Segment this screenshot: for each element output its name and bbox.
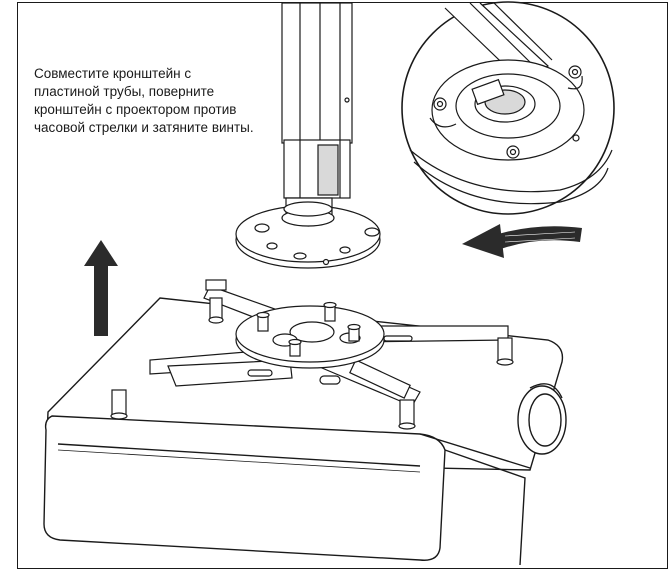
- ceiling-pole: [281, 2, 353, 199]
- universal-bracket: [110, 279, 514, 430]
- up-arrow-icon: [84, 240, 118, 336]
- ceiling-plate: [235, 197, 381, 269]
- instruction-text: Совместите кронштейн с пластиной трубы, …: [34, 66, 254, 135]
- detail-magnifier: [401, 1, 615, 215]
- counterclockwise-arrow-icon: [462, 224, 582, 258]
- projector: [43, 297, 567, 566]
